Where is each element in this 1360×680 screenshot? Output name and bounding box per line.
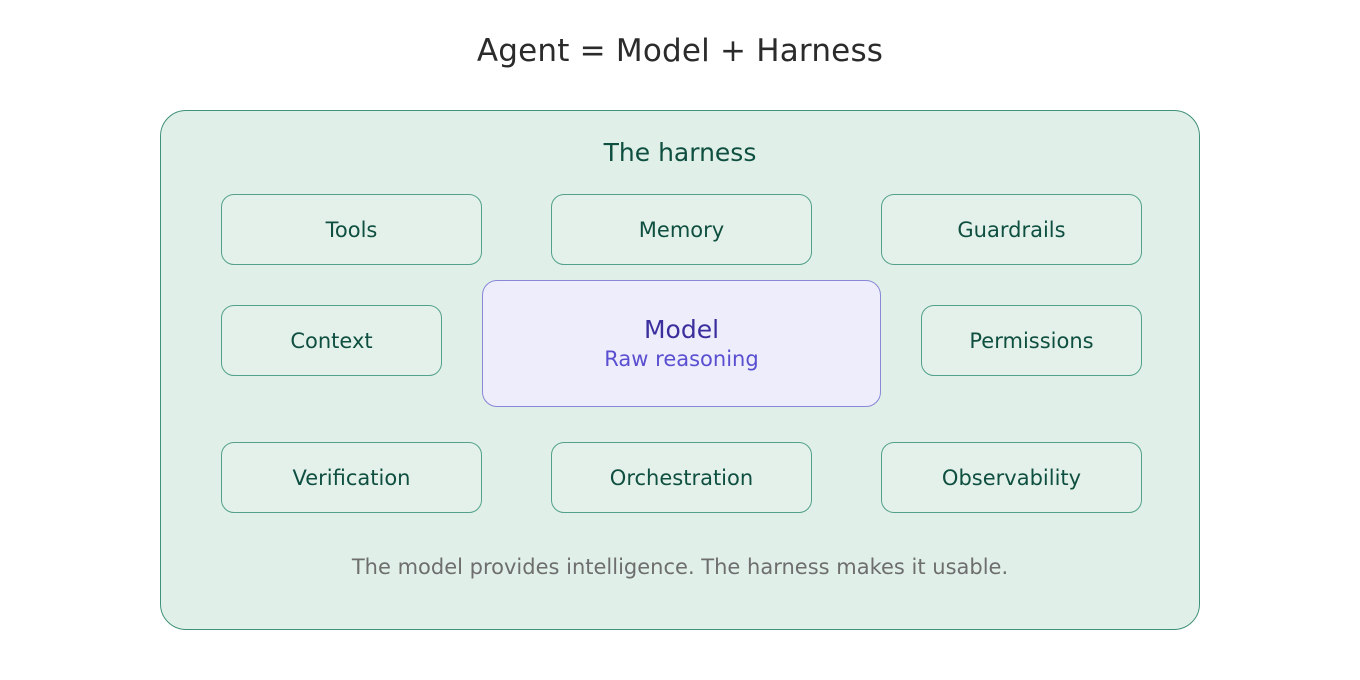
- component-box-memory[interactable]: Memory: [551, 194, 812, 265]
- page-title: Agent = Model + Harness: [476, 33, 884, 69]
- component-box-orchestration[interactable]: Orchestration: [551, 442, 812, 513]
- component-box-tools[interactable]: Tools: [221, 194, 482, 265]
- model-box[interactable]: Model Raw reasoning: [482, 280, 881, 407]
- component-box-observability[interactable]: Observability: [881, 442, 1142, 513]
- harness-caption: The model provides intelligence. The har…: [351, 555, 1009, 579]
- harness-title: The harness: [603, 138, 757, 167]
- component-box-verification[interactable]: Verification: [221, 442, 482, 513]
- model-title: Model: [643, 314, 720, 344]
- component-box-context[interactable]: Context: [221, 305, 442, 376]
- harness-container: The harness Tools Memory Guardrails Cont…: [160, 110, 1200, 630]
- model-subtitle: Raw reasoning: [604, 347, 759, 372]
- component-box-guardrails[interactable]: Guardrails: [881, 194, 1142, 265]
- component-box-permissions[interactable]: Permissions: [921, 305, 1142, 376]
